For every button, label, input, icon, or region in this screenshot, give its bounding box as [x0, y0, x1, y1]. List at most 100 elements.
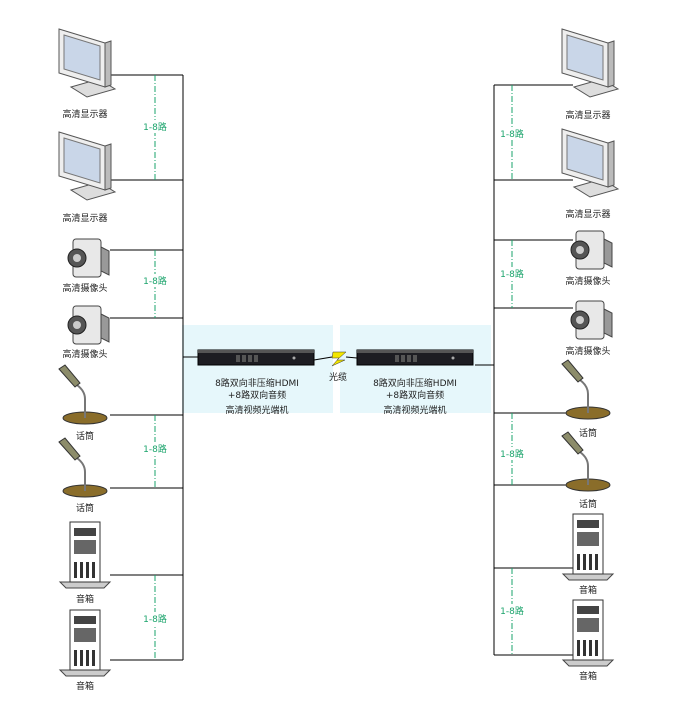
left-transceiver-name: 高清视频光端机	[225, 406, 289, 416]
transceiver-port	[242, 355, 246, 362]
speaker-panel-top	[577, 606, 599, 614]
speaker-panel-top	[577, 520, 599, 528]
right-transceiver-line2: +8路双向音频	[385, 391, 445, 401]
left-channel-label: 1-8路	[143, 612, 167, 625]
right-transceiver-name: 高清视频光端机	[383, 406, 447, 416]
left-camera-label: 高清摄像头	[62, 350, 108, 360]
camera-screen	[100, 246, 110, 276]
right-speaker-label: 音箱	[578, 586, 598, 596]
right-mic-label: 话筒	[578, 500, 598, 510]
camera-lens-inner	[73, 254, 81, 262]
microphone-icon	[561, 359, 611, 420]
microphone-icon	[58, 437, 108, 498]
speaker-panel-top	[74, 616, 96, 624]
transceiver-port	[236, 355, 240, 362]
speaker-icon	[561, 599, 615, 667]
left-camera-label: 高清摄像头	[62, 284, 108, 294]
speaker-panel-mid	[577, 618, 599, 632]
speaker-base	[561, 573, 615, 581]
right-mic-label: 话筒	[578, 429, 598, 439]
transceiver-port	[413, 355, 417, 362]
speaker-panel-mid	[577, 532, 599, 546]
speaker-slot	[92, 650, 95, 666]
monitor-side	[104, 40, 112, 88]
left-transceiver-icon	[197, 349, 315, 366]
speaker-slot	[74, 562, 77, 578]
right-monitor-label: 高清显示器	[565, 111, 611, 121]
transceiver-port	[248, 355, 252, 362]
speaker-slot	[577, 640, 580, 656]
mic-head	[58, 364, 81, 388]
mic-stand	[579, 379, 589, 413]
camera-lens-inner	[576, 316, 584, 324]
speaker-base	[58, 581, 112, 589]
monitor-screen	[63, 34, 101, 81]
right-channel-label: 1-8路	[500, 127, 524, 140]
speaker-icon	[561, 513, 615, 581]
left-channel-label: 1-8路	[143, 442, 167, 455]
right-channel-label: 1-8路	[500, 447, 524, 460]
monitor-screen	[566, 134, 604, 181]
right-channel-label: 1-8路	[500, 604, 524, 617]
mic-head	[561, 359, 584, 383]
right-speaker-label: 音箱	[578, 672, 598, 682]
right-channel-label: 1-8路	[500, 267, 524, 280]
speaker-slot	[589, 554, 592, 570]
transceiver-port	[254, 355, 258, 362]
speaker-slot	[86, 650, 89, 666]
camera-screen	[603, 238, 613, 268]
transceiver-port	[401, 355, 405, 362]
left-transceiver-panel	[182, 325, 333, 413]
right-transceiver-line1: 8路双向非压缩HDMI	[373, 379, 457, 389]
speaker-slot	[583, 640, 586, 656]
speaker-slot	[92, 562, 95, 578]
transceiver-led	[451, 356, 455, 360]
speaker-panel-mid	[74, 628, 96, 642]
camera-lens-inner	[576, 246, 584, 254]
right-camera-label: 高清摄像头	[565, 277, 611, 287]
monitor-icon	[561, 128, 620, 198]
speaker-slot	[577, 554, 580, 570]
speaker-base	[58, 669, 112, 677]
camera-screen	[100, 313, 110, 343]
monitor-icon	[58, 131, 117, 201]
left-monitor-label: 高清显示器	[62, 110, 108, 120]
microphone-icon	[58, 364, 108, 425]
microphone-icon	[561, 431, 611, 492]
mic-head	[561, 431, 584, 455]
speaker-icon	[58, 609, 112, 677]
speaker-panel-top	[74, 528, 96, 536]
fiber-link-left	[313, 356, 333, 361]
mic-head	[58, 437, 81, 461]
left-speaker-label: 音箱	[75, 595, 95, 605]
speaker-base	[561, 659, 615, 667]
left-mic-label: 话筒	[75, 432, 95, 442]
fiber-link-right	[345, 356, 358, 359]
transceiver-led	[292, 356, 296, 360]
left-channel-label: 1-8路	[143, 120, 167, 133]
speaker-slot	[595, 640, 598, 656]
transceiver-port	[407, 355, 411, 362]
camera-icon	[67, 238, 110, 278]
speaker-icon	[58, 521, 112, 589]
speaker-slot	[595, 554, 598, 570]
left-mic-label: 话筒	[75, 504, 95, 514]
monitor-icon	[58, 28, 117, 98]
monitor-side	[607, 140, 615, 188]
camera-icon	[570, 300, 613, 340]
fiber-cable-label: 光缆	[328, 373, 348, 383]
right-transceiver-panel	[340, 325, 491, 413]
camera-screen	[603, 308, 613, 338]
mic-stand	[76, 457, 86, 491]
speaker-slot	[583, 554, 586, 570]
speaker-panel-mid	[74, 540, 96, 554]
speaker-slot	[86, 562, 89, 578]
lightning-link-icon	[331, 351, 347, 367]
left-transceiver-line2: +8路双向音频	[227, 391, 287, 401]
speaker-slot	[589, 640, 592, 656]
monitor-side	[607, 40, 615, 88]
monitor-side	[104, 143, 112, 191]
transceiver-port	[395, 355, 399, 362]
left-channel-label: 1-8路	[143, 274, 167, 287]
